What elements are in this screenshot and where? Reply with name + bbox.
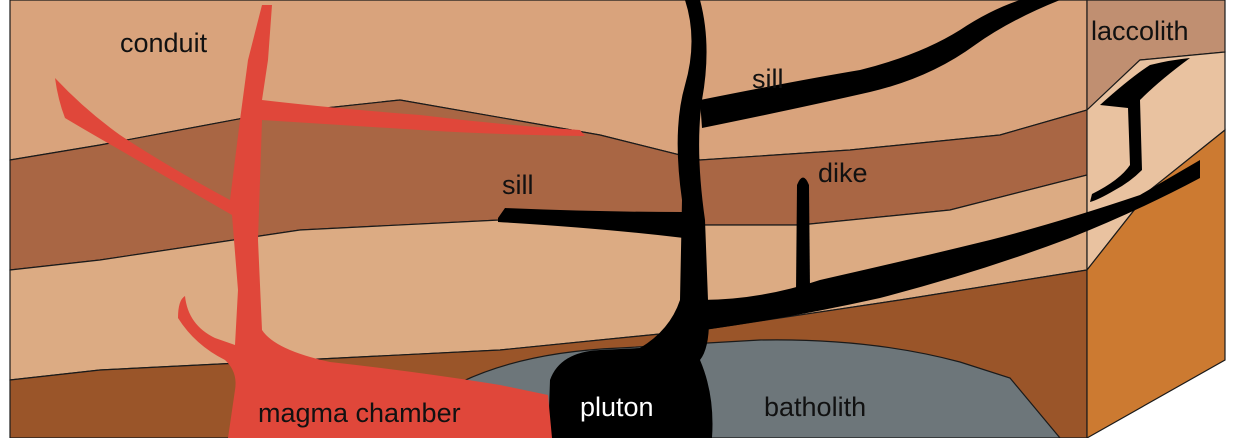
dike-column xyxy=(796,178,810,293)
label-sill-upper: sill xyxy=(752,64,784,94)
label-sill-lower: sill xyxy=(502,170,534,200)
label-batholith: batholith xyxy=(764,392,866,422)
label-conduit: conduit xyxy=(120,28,208,58)
label-pluton: pluton xyxy=(580,392,654,422)
label-magma-chamber: magma chamber xyxy=(258,398,461,428)
label-dike: dike xyxy=(818,158,868,188)
label-laccolith: laccolith xyxy=(1091,16,1189,46)
